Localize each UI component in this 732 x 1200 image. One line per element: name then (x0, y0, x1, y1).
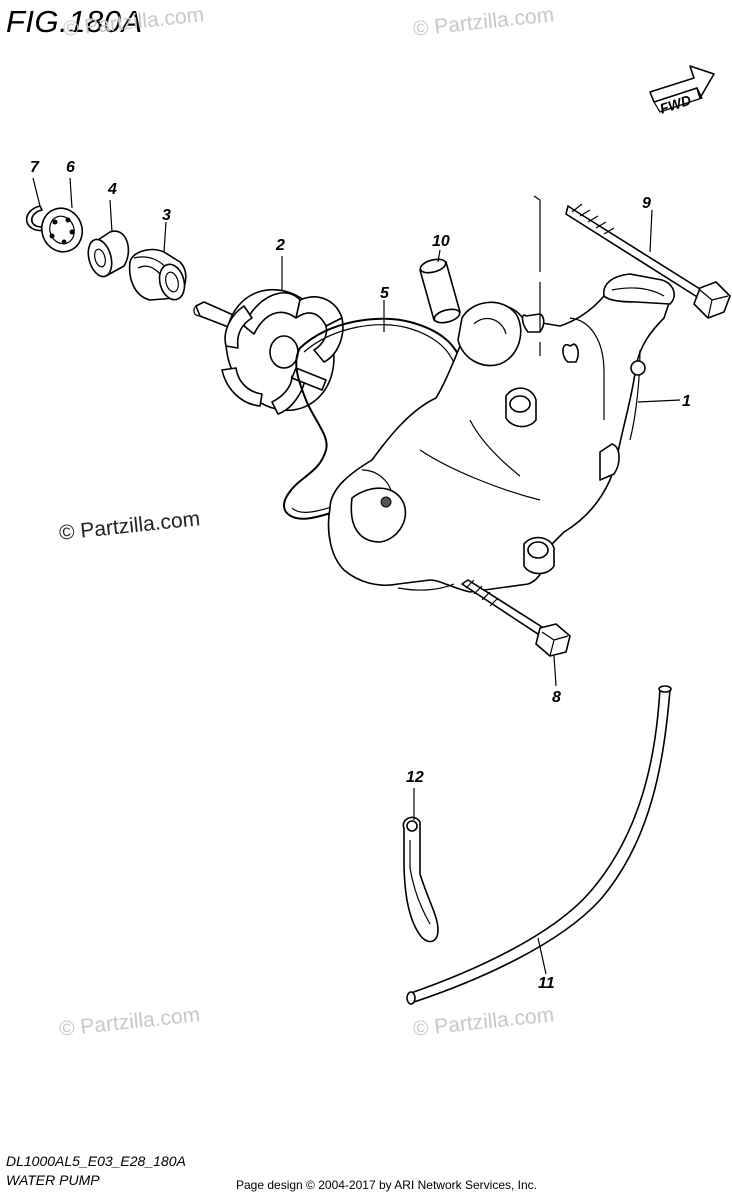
callout-9: 9 (642, 195, 651, 212)
clamp-part-12[interactable] (402, 788, 439, 943)
impeller-part-2[interactable] (193, 256, 353, 428)
fwd-arrow-icon: FWD (649, 65, 715, 117)
oil-seal-part-4[interactable] (84, 199, 130, 279)
callout-5: 5 (380, 285, 390, 302)
callout-10: 10 (432, 233, 450, 250)
figure-title: FIG.180A (6, 4, 143, 39)
model-code: DL1000AL5_E03_E28_180A (6, 1153, 186, 1169)
pump-cover-part-1[interactable] (327, 195, 681, 593)
callout-4: 4 (107, 181, 117, 198)
callout-6: 6 (66, 159, 75, 176)
callout-8: 8 (552, 689, 561, 706)
callout-2: 2 (275, 237, 285, 254)
callout-3: 3 (162, 207, 171, 224)
callout-11: 11 (538, 975, 555, 992)
callout-1: 1 (682, 393, 691, 410)
hose-part-11[interactable] (406, 685, 672, 1005)
bearing-part-6[interactable] (36, 177, 89, 258)
page-credit: Page design © 2004-2017 by ARI Network S… (236, 1178, 538, 1192)
mechanical-seal-part-3[interactable] (128, 221, 189, 302)
bolt-part-9[interactable] (565, 203, 731, 319)
callout-7: 7 (30, 159, 40, 176)
callout-12: 12 (406, 769, 424, 786)
bolt-part-8[interactable] (461, 579, 571, 687)
diagram-name: WATER PUMP (6, 1172, 100, 1188)
dowel-pin-part-10[interactable] (419, 249, 461, 325)
